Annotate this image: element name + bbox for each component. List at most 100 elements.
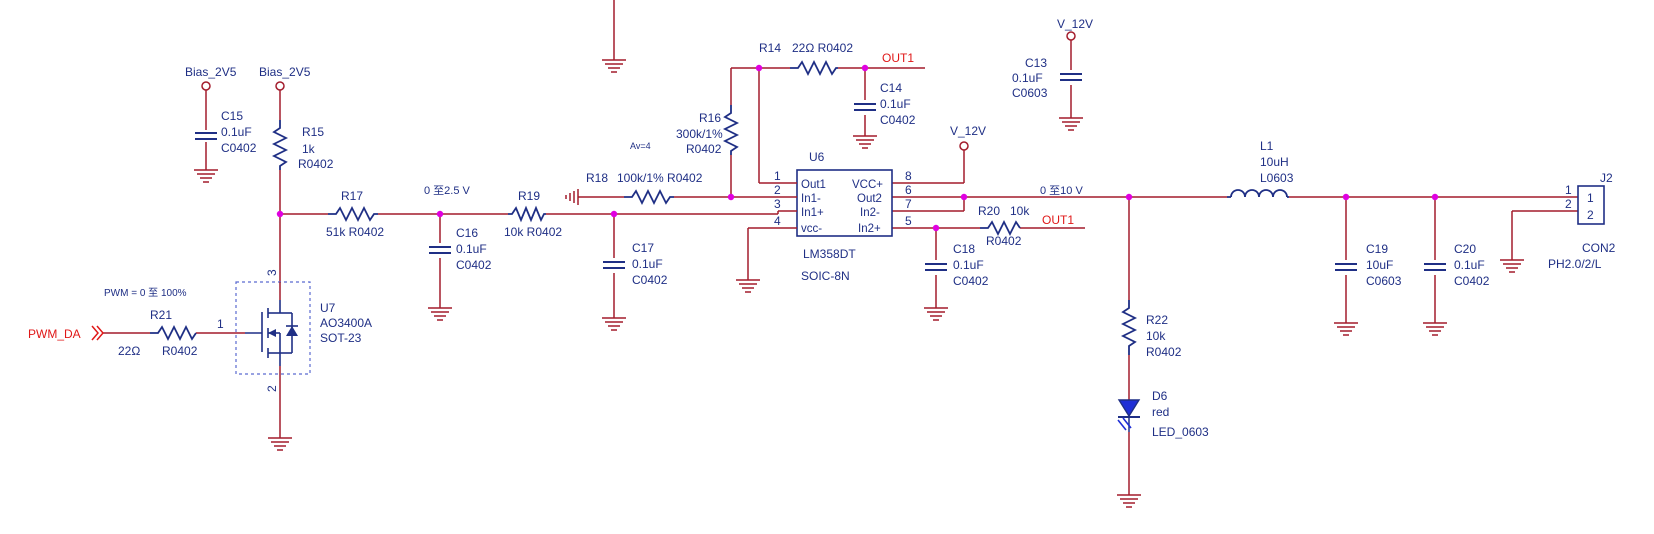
net-label-bias1: Bias_2V5 — [185, 65, 237, 79]
r14-ref: R14 — [759, 41, 781, 55]
power-port-icon — [1066, 31, 1076, 41]
u6-pkg: SOIC-8N — [801, 269, 850, 283]
r16-pkg: R0402 — [686, 142, 722, 156]
r20-value: 10k — [1010, 204, 1030, 218]
j2-ref: J2 — [1600, 171, 1613, 185]
u7-pin3-label: 3 — [265, 269, 279, 276]
opamp-u6-body — [796, 169, 893, 237]
u6-ref: U6 — [809, 150, 825, 164]
u6-pin-name-8: VCC+ — [852, 179, 883, 191]
r22-value: 10k — [1146, 329, 1166, 343]
junction-dot — [1125, 193, 1133, 201]
ground-icon — [601, 51, 627, 73]
resistor-r15-icon — [271, 120, 289, 170]
ground-symbols — [193, 51, 1525, 508]
r15-ref: R15 — [302, 125, 324, 139]
c20-value: 0.1uF — [1454, 258, 1485, 272]
j2-pin1-outer: 1 — [1565, 183, 1572, 197]
resistor-r20-icon — [980, 219, 1021, 237]
resistor-r18-icon — [624, 188, 674, 206]
capacitor-c15-icon — [194, 132, 218, 140]
r16-ref: R16 — [699, 111, 721, 125]
u6-pin-num-5: 5 — [905, 214, 912, 228]
junction-dot — [960, 193, 968, 201]
u7-ref: U7 — [320, 301, 336, 315]
capacitor-c18-icon — [924, 263, 948, 271]
junction-dot — [932, 224, 940, 232]
j2-pin2-outer: 2 — [1565, 197, 1572, 211]
j2-pin2-inner: 2 — [1587, 208, 1594, 222]
r15-value: 1k — [302, 142, 316, 156]
junction-dot — [610, 210, 618, 218]
c17-value: 0.1uF — [632, 257, 663, 271]
j2-value: CON2 — [1582, 241, 1616, 255]
c20-ref: C20 — [1454, 242, 1476, 256]
ground-icon — [1116, 486, 1142, 508]
c17-pkg: C0402 — [632, 273, 668, 287]
u6-pin-name-6: Out2 — [857, 193, 882, 205]
junction-dot — [1342, 193, 1350, 201]
j2-pin1-inner: 1 — [1587, 191, 1594, 205]
led-d6-icon — [1117, 399, 1141, 432]
resistor-r19-icon — [508, 205, 546, 223]
pwm-input-port-icon — [91, 325, 104, 341]
l1-pkg: L0603 — [1260, 171, 1294, 185]
capacitor-c16-icon — [428, 246, 452, 254]
j2-pkg: PH2.0/2/L — [1548, 257, 1602, 271]
c18-ref: C18 — [953, 242, 975, 256]
u7-pin2-label: 2 — [265, 385, 279, 392]
junction-dot — [436, 210, 444, 218]
junctions — [276, 64, 1439, 232]
capacitor-c17-icon — [602, 261, 626, 269]
c16-ref: C16 — [456, 226, 478, 240]
u6-pin-name-1: Out1 — [801, 179, 826, 191]
u6-pin-num-6: 6 — [905, 183, 912, 197]
c20-pkg: C0402 — [1454, 274, 1490, 288]
ground-icon — [1422, 314, 1448, 336]
wires — [103, 0, 1578, 487]
l1-value: 10uH — [1260, 155, 1289, 169]
c18-value: 0.1uF — [953, 258, 984, 272]
capacitor-c20-icon — [1423, 263, 1447, 271]
net-label-bias2: Bias_2V5 — [259, 65, 311, 79]
r22-ref: R22 — [1146, 313, 1168, 327]
u7-value: AO3400A — [320, 316, 372, 330]
u6-pin-name-5: In2+ — [858, 223, 881, 235]
annotation-v-range-2: 0 至10 V — [1040, 185, 1083, 197]
r21-pkg: R0402 — [162, 344, 198, 358]
c19-pkg: C0603 — [1366, 274, 1402, 288]
ground-icon — [427, 299, 453, 321]
r14-value: 22Ω R0402 — [792, 41, 853, 55]
c14-ref: C14 — [880, 81, 902, 95]
power-port-icon — [959, 141, 969, 151]
r20-ref: R20 — [978, 204, 1000, 218]
mosfet-u7-icon — [235, 281, 311, 375]
c19-ref: C19 — [1366, 242, 1388, 256]
power-ports — [201, 31, 1076, 151]
l1-ref: L1 — [1260, 139, 1274, 153]
c15-value: 0.1uF — [221, 125, 252, 139]
c13-pkg: C0603 — [1012, 86, 1048, 100]
net-label-out1-top: OUT1 — [882, 51, 914, 65]
junction-dot — [727, 193, 735, 201]
u6-value: LM358DT — [803, 247, 856, 261]
r17-ref: R17 — [341, 189, 363, 203]
ground-icon — [735, 271, 761, 293]
r15-pkg: R0402 — [298, 157, 334, 171]
r19-value: 10k R0402 — [504, 225, 562, 239]
c14-value: 0.1uF — [880, 97, 911, 111]
u6-pin-name-7: In2- — [860, 207, 880, 219]
r18-value: 100k/1% R0402 — [617, 171, 703, 185]
u6-pin-num-2: 2 — [774, 183, 781, 197]
u6-pin-name-3: In1+ — [801, 207, 824, 219]
u7-pin1-label: 1 — [217, 317, 224, 331]
ground-icon — [1499, 251, 1525, 273]
u6-pin-num-4: 4 — [774, 214, 781, 228]
u6-pin-num-7: 7 — [905, 197, 912, 211]
annotation-v-range-1: 0 至2.5 V — [424, 185, 471, 197]
junction-dot — [755, 64, 763, 72]
ground-icon — [267, 429, 293, 451]
r22-pkg: R0402 — [1146, 345, 1182, 359]
net-label-v12-top: V_12V — [1057, 17, 1093, 31]
